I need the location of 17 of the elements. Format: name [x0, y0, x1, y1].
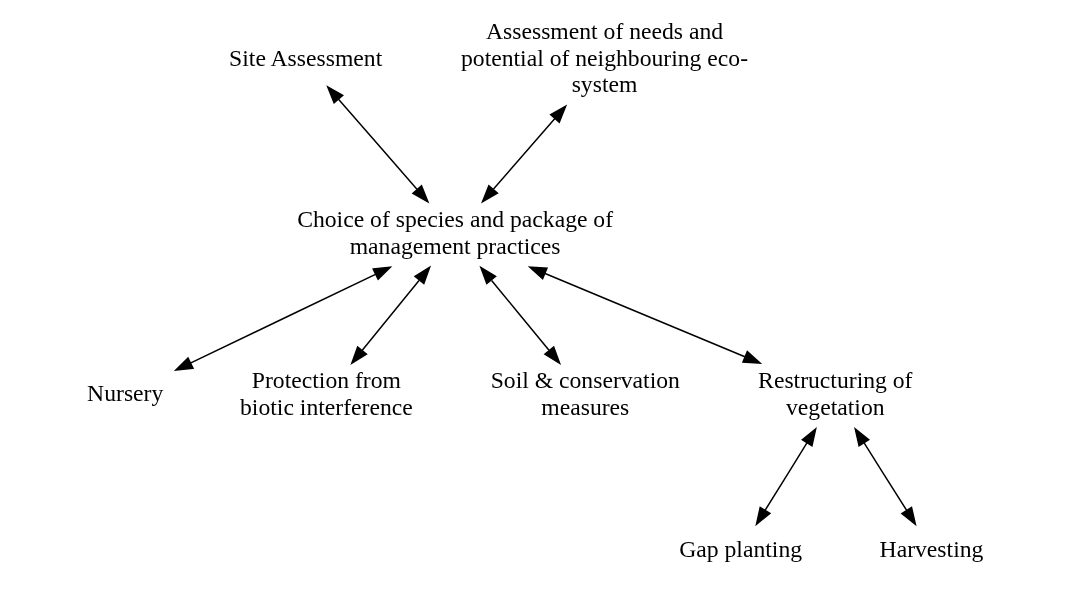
node-text: Nursery [86, 380, 163, 407]
node-text: Choice of species and package of management practices [296, 205, 613, 259]
arrow [173, 266, 392, 372]
arrow [325, 85, 429, 204]
node-text: Harvesting [879, 535, 983, 562]
node-text: Gap planting [678, 535, 802, 562]
node-text: Protection from biotic interference [239, 367, 413, 420]
node-text: Site Assessment [228, 44, 382, 71]
arrow [349, 265, 431, 365]
arrow [478, 265, 561, 365]
arrow [754, 427, 817, 527]
node-text: Soil & conservation measures [490, 367, 680, 420]
arrow [853, 427, 917, 527]
arrow [527, 266, 762, 364]
node-text: Assessment of needs and potential of neighbouring eco-system [460, 18, 748, 98]
arrow [480, 104, 567, 204]
node-text: Restructuring of vegetation [757, 367, 913, 420]
